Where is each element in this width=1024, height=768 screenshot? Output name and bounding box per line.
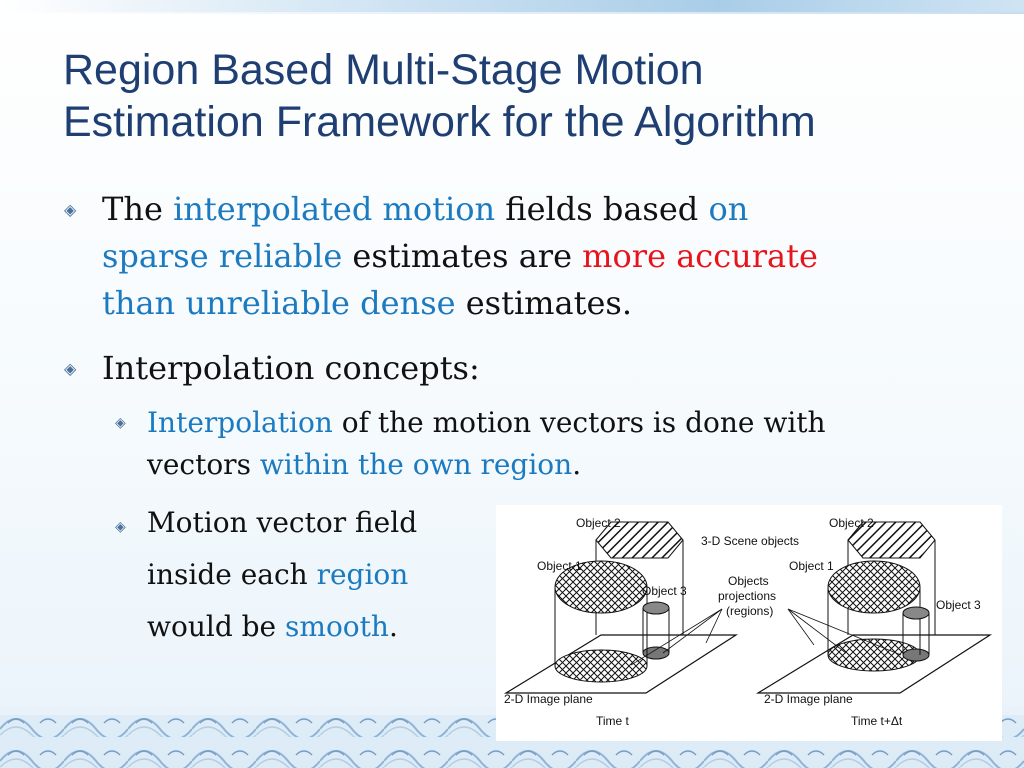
title-line-1: Region Based Multi-Stage Motion: [63, 46, 704, 94]
highlight-text: on: [708, 190, 749, 228]
text-segment: vectors: [147, 448, 260, 481]
highlight-text: within the own region: [259, 448, 573, 481]
diamond-bullet-icon: ◈: [115, 519, 126, 535]
label-time-right: Time t+Δt: [851, 714, 903, 728]
left-panel: Object 2 Object 1 Object 3 2-D Image pla…: [503, 516, 739, 728]
highlight-text: sparse reliable: [102, 237, 343, 275]
bullet-line: would be smooth.: [147, 601, 977, 653]
label-time-left: Time t: [596, 714, 630, 728]
bullet-text: Interpolation concepts:: [102, 349, 480, 387]
label-object1-right: Object 1: [789, 559, 834, 573]
bullet-line: sparse reliable estimates are more accur…: [102, 233, 962, 280]
title-line-2: Estimation Framework for the Algorithm: [63, 98, 816, 146]
highlight-text: region: [316, 558, 409, 591]
highlight-text-red: more accurate: [582, 237, 818, 275]
text-segment: estimates.: [455, 284, 632, 322]
label-object3-right: Object 3: [936, 598, 981, 612]
text-segment: The: [102, 190, 174, 228]
text-segment: would be: [147, 610, 286, 643]
bullet-line: inside each region: [147, 549, 977, 601]
label-plane-right: 2-D Image plane: [764, 692, 853, 706]
text-segment: estimates are: [342, 237, 583, 275]
label-object2-right: Object 2: [829, 516, 874, 530]
bullet-line: Motion vector field: [147, 506, 418, 539]
label-object2-left: Object 2: [576, 516, 621, 530]
object3-projection: [902, 648, 930, 662]
object1-top: [827, 560, 921, 614]
object3-top: [902, 606, 930, 620]
top-accent-line: [0, 12, 1024, 14]
label-scene-objects: 3-D Scene objects: [701, 534, 799, 548]
bullet-line: Interpolation of the motion vectors is d…: [147, 402, 977, 444]
bullet-line: The interpolated motion fields based on: [102, 186, 962, 233]
label-projections-2: projections: [718, 589, 776, 603]
text-segment: .: [572, 448, 582, 481]
diamond-bullet-icon: ◈: [115, 415, 126, 431]
diamond-bullet-icon: ◈: [64, 359, 77, 378]
bullet-line: vectors within the own region.: [147, 444, 977, 486]
highlight-text: Interpolation: [147, 406, 333, 439]
diamond-bullet-icon: ◈: [64, 200, 77, 219]
text-segment: inside each: [147, 558, 317, 591]
object3-top: [642, 601, 670, 615]
text-segment: of the motion vectors is done with: [332, 406, 826, 439]
label-projections-3: (regions): [726, 604, 773, 618]
highlight-text: than unreliable dense: [102, 284, 456, 322]
subbullet-motion-vector-field: ◈ Motion vector field inside each region…: [115, 497, 977, 653]
object1-projection: [554, 649, 648, 683]
bullet-interpolated-motion: ◈ The interpolated motion fields based o…: [64, 186, 962, 327]
bullet-line: than unreliable dense estimates.: [102, 280, 962, 327]
text-segment: fields based: [495, 190, 709, 228]
bullet-interpolation-concepts: ◈ Interpolation concepts:: [64, 345, 962, 392]
label-object1-left: Object 1: [537, 559, 582, 573]
text-segment: .: [388, 610, 398, 643]
top-accent-bar: [0, 0, 1024, 12]
label-plane-left: 2-D Image plane: [504, 692, 593, 706]
figure-svg: Object 2 Object 1 Object 3 2-D Image pla…: [503, 516, 993, 728]
highlight-text: smooth: [285, 610, 389, 643]
right-panel: Object 2 Object 1 Object 3 2-D Image pla…: [755, 516, 993, 728]
subbullet-interpolation: ◈ Interpolation of the motion vectors is…: [115, 402, 977, 486]
slide-title: Region Based Multi-Stage Motion Estimati…: [63, 44, 983, 148]
motion-projection-figure: Object 2 Object 1 Object 3 2-D Image pla…: [496, 505, 1002, 741]
label-projections-1: Objects: [728, 574, 769, 588]
object1-top: [554, 560, 648, 614]
label-object3-left: Object 3: [642, 584, 687, 598]
highlight-text: interpolated motion: [173, 190, 496, 228]
